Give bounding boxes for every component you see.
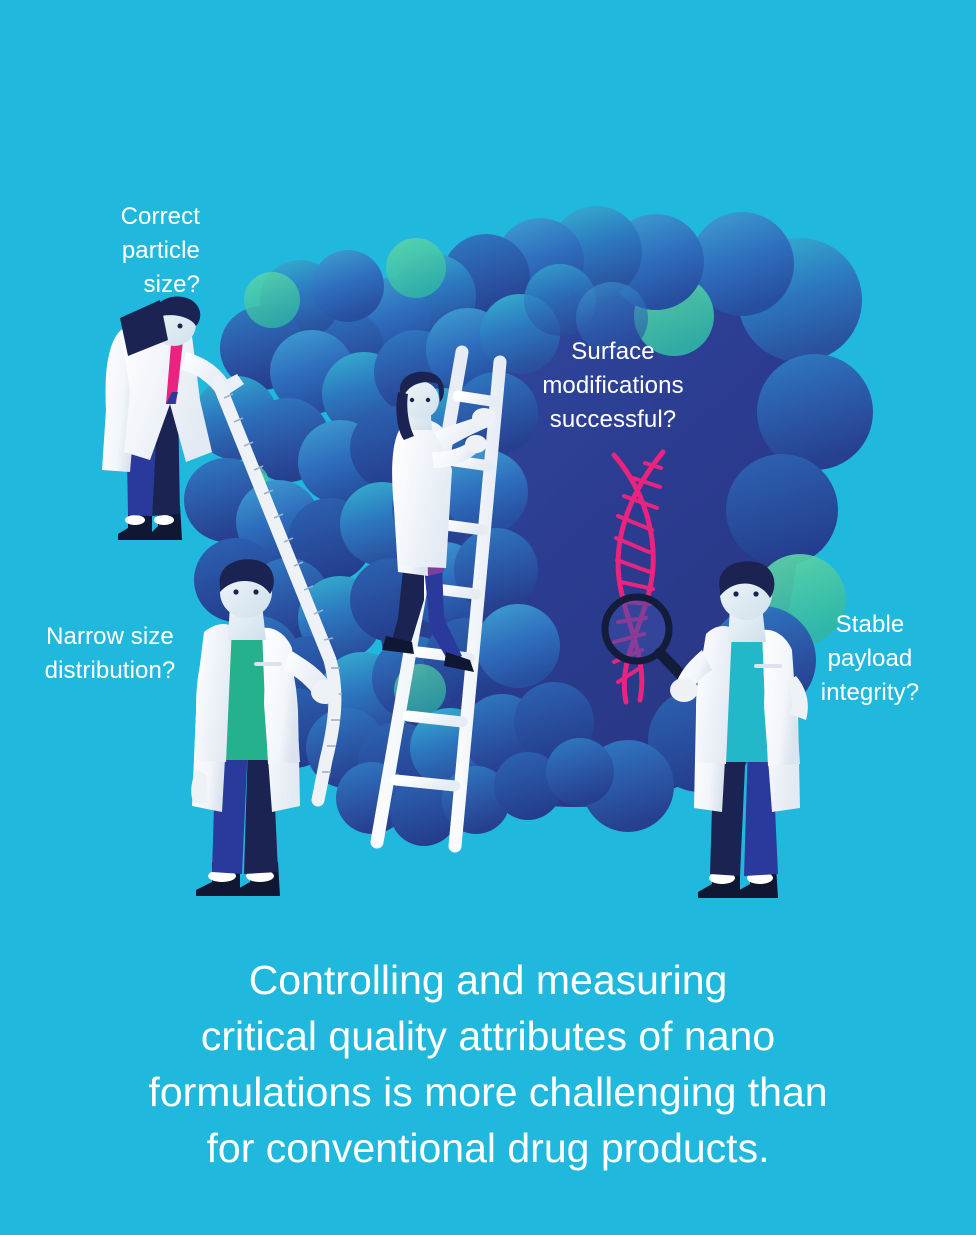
measuring-tape [211,375,342,807]
label-correct-particle-size: Correct particle size? [120,203,200,299]
label-surface-modifications: Surface modifications successful? [542,338,684,434]
magnifying-glass-icon [601,593,690,684]
scientist-with-magnifier [670,561,808,898]
scientist-climbing-ladder [382,371,496,672]
label-narrow-size-distribution: Narrow size distribution? [44,623,176,685]
label-stable-payload-integrity: Stable payload integrity? [820,611,920,707]
caption-text: Controlling and measuring critical quali… [148,957,828,1172]
scientist-with-measuring-tape [191,559,339,896]
